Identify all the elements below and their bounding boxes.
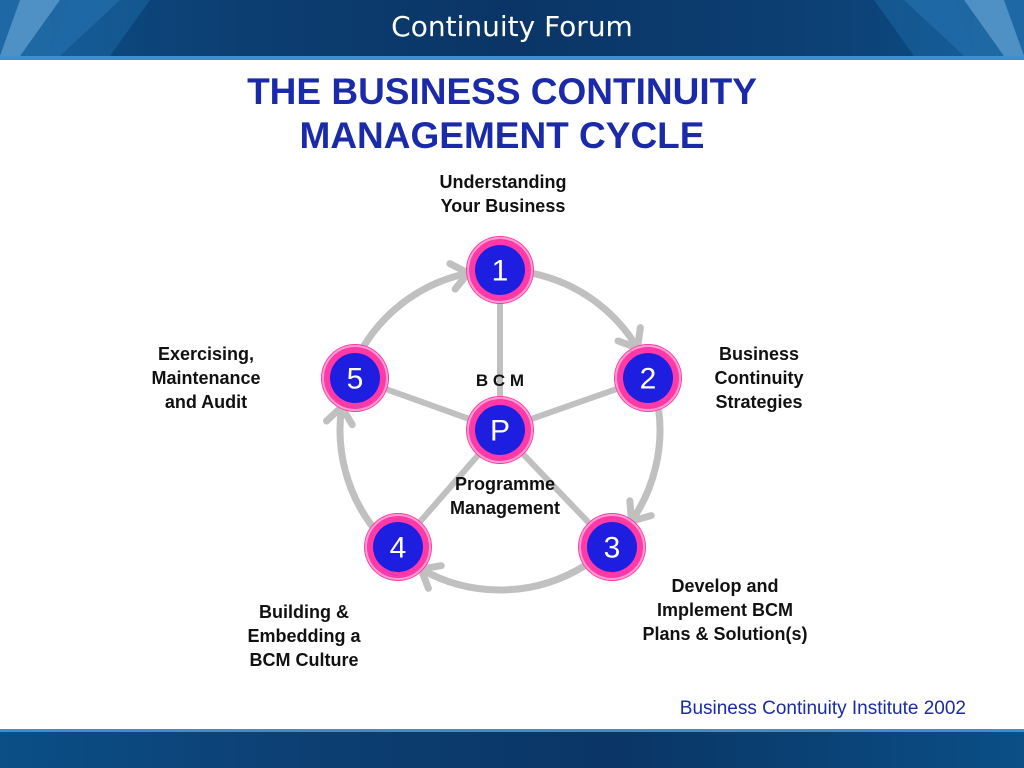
node-label-2: Business Continuity Strategies xyxy=(714,344,804,412)
header-title: Continuity Forum xyxy=(391,10,633,43)
node-label-3: Develop and Implement BCM Plans & Soluti… xyxy=(642,576,808,644)
cycle-arrow-5 xyxy=(359,269,472,351)
center-caption: Programme Management xyxy=(449,474,561,518)
center-node-p: P xyxy=(466,396,534,464)
node-1: 1 xyxy=(466,236,534,304)
node-2-number: 2 xyxy=(640,363,657,396)
footer-credit: Business Continuity Institute 2002 xyxy=(679,698,966,719)
building-graphic-right xyxy=(874,0,1024,56)
page-title-line-2: MANAGEMENT CYCLE xyxy=(299,115,705,156)
bcm-label: B C M xyxy=(476,371,524,390)
node-1-number: 1 xyxy=(492,255,509,288)
page-title-line-1: THE BUSINESS CONTINUITY xyxy=(247,71,757,112)
cycle-arrow-3 xyxy=(417,561,589,594)
node-label-4: Building & Embedding a BCM Culture xyxy=(247,602,361,670)
node-3: 3 xyxy=(578,513,646,581)
cycle-arrow-2 xyxy=(627,404,664,525)
footer-bar xyxy=(0,729,1024,768)
building-graphic-left xyxy=(0,0,150,56)
node-3-number: 3 xyxy=(604,532,621,565)
node-5-number: 5 xyxy=(347,363,364,396)
node-4-number: 4 xyxy=(390,532,407,565)
cycle-arrow-4 xyxy=(336,403,377,531)
cycle-nodes: 1 2 3 4 5P xyxy=(321,236,682,581)
node-label-1: Understanding Your Business xyxy=(439,172,567,216)
cycle-arrow-1 xyxy=(528,269,641,352)
node-label-5: Exercising, Maintenance and Audit xyxy=(151,344,261,412)
header-bar: Continuity Forum xyxy=(0,0,1024,60)
node-2: 2 xyxy=(614,344,682,412)
page-title: THE BUSINESS CONTINUITY MANAGEMENT CYCLE xyxy=(0,70,1004,158)
node-4: 4 xyxy=(364,513,432,581)
center-node-p-number: P xyxy=(490,415,510,448)
node-5: 5 xyxy=(321,344,389,412)
